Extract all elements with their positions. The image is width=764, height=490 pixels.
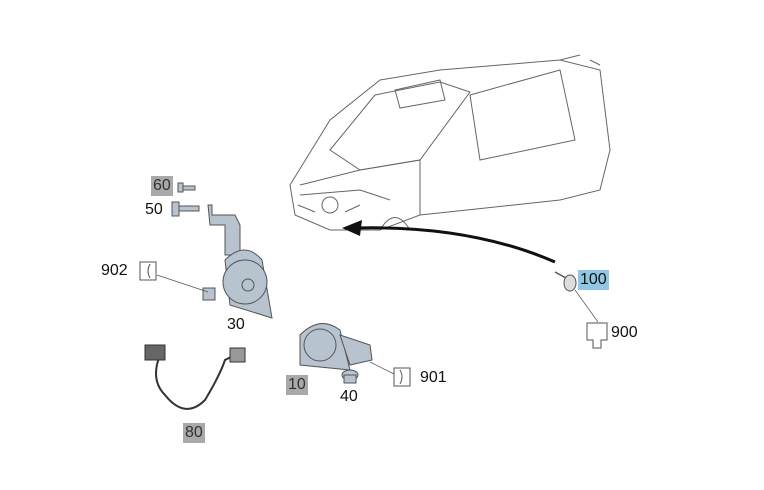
location-arrow [342,220,556,264]
connector-901-symbol [393,367,411,387]
part-label-30[interactable]: 30 [227,316,245,333]
connector-902-symbol [139,261,157,281]
part-label-50[interactable]: 50 [145,201,163,218]
part-label-901[interactable]: 901 [420,369,447,386]
horn-10 [299,323,373,371]
leader-902 [156,274,209,293]
leader-901 [369,361,395,375]
horn-30 [202,204,273,319]
part-label-80[interactable]: 80 [183,423,205,443]
part-label-60[interactable]: 60 [151,176,173,196]
cable-80 [144,344,246,410]
part-label-100[interactable]: 100 [578,270,609,290]
part-label-902[interactable]: 902 [101,262,128,279]
grommet-40 [341,369,359,384]
switch-100 [554,271,577,292]
bolt-50 [171,201,200,217]
part-label-10[interactable]: 10 [286,375,308,395]
part-label-40[interactable]: 40 [340,388,358,405]
part-label-900[interactable]: 900 [611,324,638,341]
connector-900-symbol [586,322,608,349]
leader-900 [574,289,599,323]
screw-60 [177,182,196,193]
van-illustration [289,54,611,231]
